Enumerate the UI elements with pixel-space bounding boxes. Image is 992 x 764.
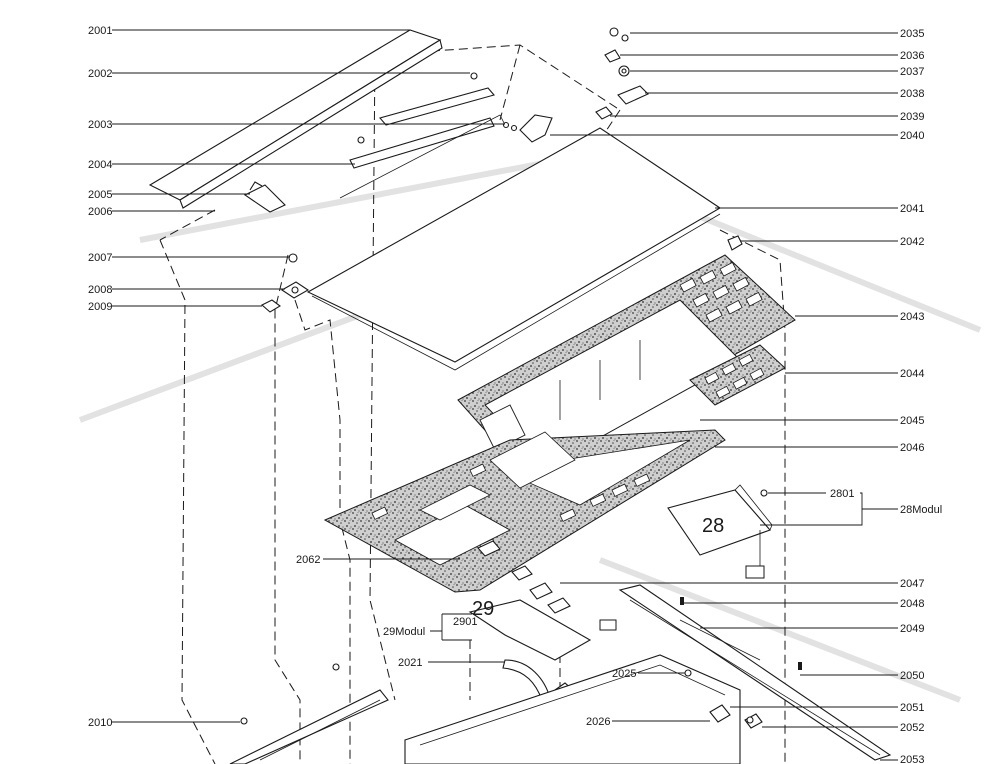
label-29modul: 29Modul bbox=[383, 626, 425, 638]
rail-strip-assembly bbox=[148, 29, 443, 209]
label-2003: 2003 bbox=[88, 119, 112, 131]
label-2050: 2050 bbox=[900, 670, 924, 682]
label-2040: 2040 bbox=[900, 130, 924, 142]
label-28modul: 28Modul bbox=[900, 504, 942, 516]
module-29-number: 29 bbox=[472, 598, 494, 620]
label-2010: 2010 bbox=[88, 717, 112, 729]
leader-lines bbox=[112, 29, 898, 761]
label-2009: 2009 bbox=[88, 301, 112, 313]
label-2025: 2025 bbox=[612, 668, 636, 680]
label-2044: 2044 bbox=[900, 368, 924, 380]
base-plate bbox=[323, 429, 726, 593]
bracket-2005 bbox=[243, 181, 286, 213]
side-rail bbox=[618, 584, 892, 761]
label-2045: 2045 bbox=[900, 415, 924, 427]
label-2041: 2041 bbox=[900, 203, 924, 215]
module-28-number: 28 bbox=[702, 515, 724, 537]
label-2049: 2049 bbox=[900, 623, 924, 635]
label-2801: 2801 bbox=[830, 488, 854, 500]
lower-frame bbox=[404, 654, 763, 764]
small-parts-left bbox=[261, 253, 310, 313]
label-2047: 2047 bbox=[900, 578, 924, 590]
label-2006: 2006 bbox=[88, 206, 112, 218]
left-part-labels: 2001 2002 2003 2004 2005 2006 2007 2008 … bbox=[88, 25, 636, 729]
label-2005: 2005 bbox=[88, 189, 112, 201]
support-bars bbox=[339, 72, 506, 199]
label-2002: 2002 bbox=[88, 68, 112, 80]
label-2062: 2062 bbox=[296, 554, 320, 566]
small-parts-right bbox=[502, 27, 649, 143]
label-2039: 2039 bbox=[900, 111, 924, 123]
label-2004: 2004 bbox=[88, 159, 112, 171]
right-part-labels: 2035 2036 2037 2038 2039 2040 2041 2042 … bbox=[830, 28, 942, 764]
module-29-card: 29 bbox=[468, 598, 617, 661]
module-28-card: 28 bbox=[667, 484, 773, 579]
label-2037: 2037 bbox=[900, 66, 924, 78]
label-2026: 2026 bbox=[586, 716, 610, 728]
label-2048: 2048 bbox=[900, 598, 924, 610]
label-2038: 2038 bbox=[900, 88, 924, 100]
label-2052: 2052 bbox=[900, 722, 924, 734]
label-2008: 2008 bbox=[88, 284, 112, 296]
lower-left-rails bbox=[229, 663, 389, 764]
keypad-block bbox=[689, 344, 786, 406]
label-2051: 2051 bbox=[900, 702, 924, 714]
label-2042: 2042 bbox=[900, 236, 924, 248]
key-caps bbox=[477, 540, 571, 614]
label-2001: 2001 bbox=[88, 25, 112, 37]
label-2021: 2021 bbox=[398, 657, 422, 669]
label-2053: 2053 bbox=[900, 754, 924, 764]
clip-2042 bbox=[727, 235, 743, 251]
label-2046: 2046 bbox=[900, 442, 924, 454]
label-2043: 2043 bbox=[900, 311, 924, 323]
label-2901: 2901 bbox=[453, 616, 477, 628]
label-2036: 2036 bbox=[900, 50, 924, 62]
label-2007: 2007 bbox=[88, 252, 112, 264]
label-2035: 2035 bbox=[900, 28, 924, 40]
